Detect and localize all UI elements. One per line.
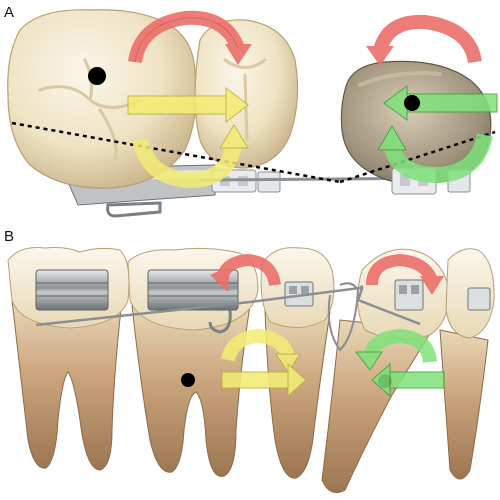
wire-loop-spring <box>327 282 360 352</box>
panel-label-b: B <box>4 228 15 245</box>
rotation-arrow-green-a <box>377 125 493 184</box>
canine-center-dot <box>404 95 420 111</box>
tooth-incisor <box>439 248 495 480</box>
archwire-b <box>35 285 421 327</box>
rotation-arrow-yellow-a <box>132 124 249 189</box>
panel-label-a: A <box>4 4 15 21</box>
panel-b <box>7 247 495 493</box>
translation-arrow-yellow-a <box>127 86 249 124</box>
molar-2-center-dot <box>181 373 195 387</box>
rotation-arrow-green-b <box>354 328 437 371</box>
rotation-arrow-red-a-left <box>128 10 252 65</box>
panel-a <box>7 9 498 218</box>
rotation-arrow-yellow-b <box>221 328 301 373</box>
rotation-arrow-red-a-right <box>366 14 482 66</box>
translation-arrow-green-b <box>371 362 445 398</box>
translation-arrow-yellow-b <box>221 362 307 398</box>
tooth-molar-1 <box>7 247 130 471</box>
molar-center-dot <box>88 67 106 85</box>
reference-line-right <box>339 130 496 184</box>
rotation-arrow-red-b-right <box>366 253 444 295</box>
tooth-molar-2 <box>127 247 259 477</box>
rotation-arrow-red-b-left <box>210 253 281 292</box>
